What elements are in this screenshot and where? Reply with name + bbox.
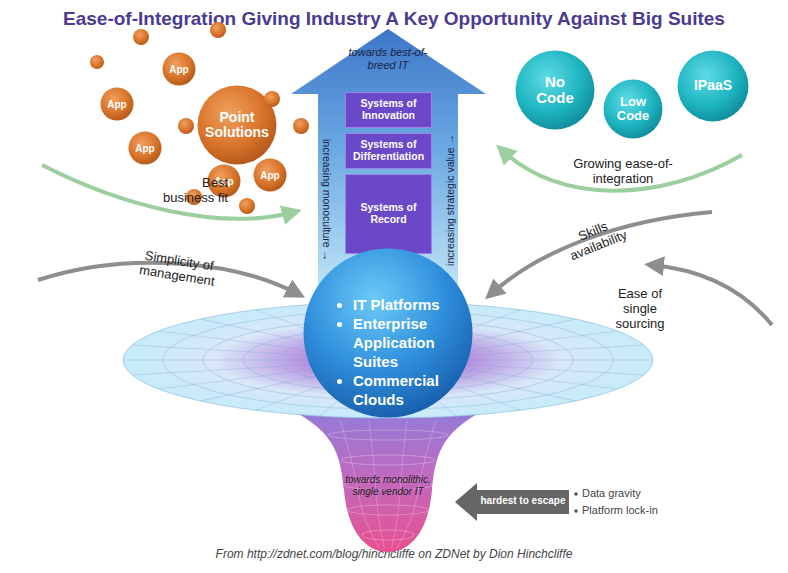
bullet-dot (574, 492, 578, 496)
circle-shape (254, 159, 287, 192)
grid-line (436, 331, 618, 354)
list-item: Enterprise Application Suites (353, 314, 465, 371)
circle-shape (129, 132, 162, 165)
node-text: Systems of Innovation (347, 98, 430, 121)
diagram-title: Ease-of-Integration Giving Industry A Ke… (0, 8, 788, 30)
grid-line (388, 302, 389, 348)
force-label: Data gravity (582, 487, 702, 500)
node-text: hardest to escape (477, 495, 569, 507)
node-text: increasing monoculture → (319, 120, 333, 280)
small-dots (90, 22, 309, 214)
grid-line (319, 372, 373, 416)
grid-ring (341, 455, 435, 465)
grid-ring (362, 530, 414, 540)
grid-line (319, 304, 373, 348)
tool-circle: No Code (515, 50, 595, 130)
app-dot (293, 118, 309, 134)
force-arrow (652, 265, 772, 325)
app-dot (90, 55, 104, 69)
node-text: Systems of Record (347, 202, 430, 225)
grid-ring (347, 505, 429, 515)
grid-line (388, 372, 389, 418)
node-text: App (255, 170, 285, 181)
circle-shape (604, 80, 663, 139)
tool-circle: Low Code (603, 79, 663, 139)
circle-shape (304, 249, 473, 418)
force-arrow (502, 150, 742, 191)
well-cone (268, 400, 508, 552)
app-dot (178, 118, 194, 134)
node-text: towards monolithic, single vendor IT (342, 474, 434, 497)
force-label: Best business fit (152, 176, 228, 206)
grid-line (402, 372, 456, 416)
bullet-list: IT PlatformsEnterprise Application Suite… (339, 295, 465, 409)
app-circle: App (100, 87, 134, 121)
grid-line (132, 363, 335, 375)
circle-shape (163, 53, 196, 86)
circle-shape (678, 51, 749, 122)
app-circle: App (162, 52, 196, 86)
grid-line (132, 345, 335, 357)
force-label: Ease of single sourcing (609, 287, 671, 332)
grid-ring (308, 342, 468, 377)
force-label: Simplicity of management (130, 247, 226, 291)
circle-shape (516, 51, 595, 130)
platform-circle: IT PlatformsEnterprise Application Suite… (303, 248, 473, 418)
escape-arrow: hardest to escape (455, 483, 569, 521)
grid-line (436, 366, 618, 389)
force-label: Skills availability (553, 210, 638, 268)
node-text: Low Code (612, 95, 654, 124)
node-text: App (102, 99, 132, 110)
node-text: towards best-of-breed IT (338, 46, 438, 71)
circle-shape (101, 88, 134, 121)
grid-line (201, 368, 349, 401)
node-text: Point Solutions (202, 110, 272, 141)
force-label: Platform lock-in (582, 504, 702, 517)
list-item: IT Platforms (353, 295, 465, 314)
solution-circle: Point Solutions (197, 85, 277, 165)
app-circle: App (128, 131, 162, 165)
grid-line (159, 331, 341, 354)
grid-line (159, 366, 341, 389)
grid-line (443, 360, 653, 361)
grid-line (256, 310, 361, 350)
grid-ring (333, 348, 443, 372)
grid-line (427, 319, 575, 352)
system-box: Systems of Record (345, 174, 432, 254)
grid-line (201, 319, 349, 352)
app-dot (133, 29, 149, 45)
bullet-dot (574, 509, 578, 513)
grid-line (427, 368, 575, 401)
grid-line (416, 310, 521, 350)
grid-line (256, 370, 361, 410)
grid-line (402, 304, 456, 348)
system-box: Systems of Innovation (345, 92, 432, 128)
grid-line (123, 360, 333, 361)
list-item: Commercial Clouds (353, 371, 465, 409)
node-text: App (164, 64, 194, 75)
node-text: No Code (527, 74, 583, 107)
node-text: Systems of Differentiation (347, 139, 430, 162)
node-text: increasing strategic value → (444, 120, 458, 280)
circle-shape (198, 86, 277, 165)
force-label: Growing ease-of-integration (562, 157, 684, 187)
grid-ring (328, 430, 448, 440)
arrow-shape (455, 483, 569, 521)
grid-line (441, 363, 644, 375)
app-circle: App (253, 158, 287, 192)
node-text: IPaaS (683, 78, 743, 93)
grid-line (416, 370, 521, 410)
well-rim (123, 302, 653, 418)
grid-line (441, 345, 644, 357)
app-dot (239, 198, 255, 214)
system-box: Systems of Differentiation (345, 133, 432, 169)
tool-circle: IPaaS (677, 50, 749, 122)
node-text: App (130, 143, 160, 154)
